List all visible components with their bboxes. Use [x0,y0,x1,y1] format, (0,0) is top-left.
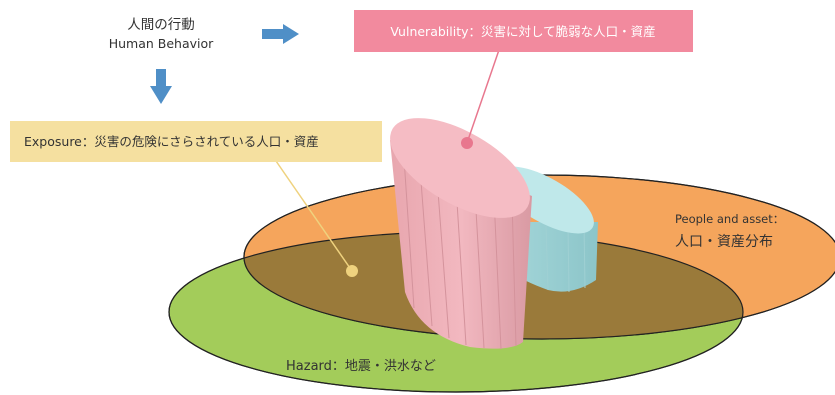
vulnerability-box [354,10,693,52]
vulnerability-leader-line [466,46,501,144]
human-behavior-title-en: Human Behavior [109,36,214,51]
exposure-label: Exposure：災害の危険にさらされている人口・資産 [24,134,319,149]
vulnerability-marker [461,137,473,149]
hazard-label: Hazard：地震・洪水など [286,359,436,374]
people-asset-label-en: People and asset： [675,212,784,226]
exposure-marker [346,265,358,277]
vulnerability-cylinder [390,118,532,350]
exposure-leader-line [275,160,353,272]
right-arrow-icon [262,24,299,44]
people-asset-label-ja: 人口・資産分布 [675,234,773,250]
down-arrow-icon [150,69,172,104]
human-behavior-title-ja: 人間の行動 [127,17,195,33]
exposure-box [10,121,382,162]
vulnerability-label: Vulnerability：災害に対して脆弱な人口・資産 [390,24,655,39]
